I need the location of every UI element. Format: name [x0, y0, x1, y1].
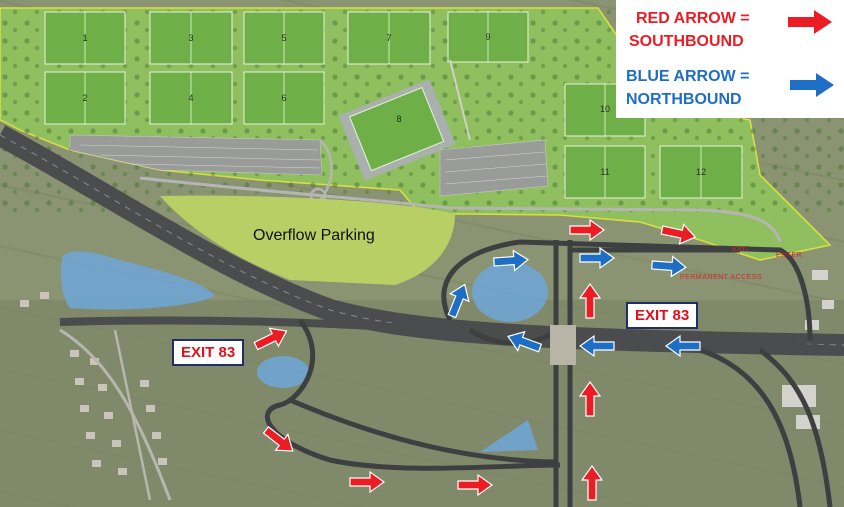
arrow-right-icon	[457, 473, 494, 497]
arrow-right-icon	[651, 255, 687, 278]
exit-label-right: EXIT 83	[626, 302, 699, 329]
pond	[480, 420, 538, 452]
field-number: 2	[82, 93, 87, 103]
arrow-right-icon	[578, 334, 615, 358]
arrow-right-icon	[790, 73, 834, 97]
residential-area	[20, 292, 167, 475]
southbound-arrows	[253, 218, 697, 501]
field-number: 6	[281, 93, 286, 103]
field-number: 11	[600, 167, 609, 177]
overpass	[550, 325, 576, 365]
arrow-right-icon	[580, 464, 604, 501]
arrow-right-icon	[664, 334, 701, 358]
arrow-right-icon	[660, 223, 697, 245]
field-number: 12	[696, 167, 706, 177]
field-number: 8	[396, 114, 401, 124]
arrow-right-icon	[447, 283, 470, 319]
road-marking-exit: EXIT	[732, 246, 750, 253]
legend-blue-line1: BLUE ARROW =	[626, 68, 750, 85]
field-number: 7	[386, 33, 391, 43]
overflow-parking-area	[160, 195, 455, 285]
pond	[257, 356, 309, 388]
arrow-right-icon	[493, 249, 529, 272]
arrow-right-icon	[578, 282, 602, 319]
arrow-right-icon	[253, 327, 288, 351]
arrow-right-icon	[349, 470, 386, 494]
road-marking-enter: ENTER	[776, 252, 802, 259]
arrow-right-icon	[788, 10, 832, 34]
exit-label-left: EXIT 83	[172, 339, 245, 366]
arrow-right-icon	[262, 426, 294, 452]
field-number: 1	[82, 33, 87, 43]
arrow-right-icon	[579, 246, 616, 270]
legend-blue-line2: NORTHBOUND	[626, 91, 742, 108]
field-number: 5	[281, 33, 286, 43]
highway	[0, 125, 844, 356]
arrow-right-icon	[569, 218, 606, 242]
legend-red-line1: RED ARROW =	[636, 10, 750, 27]
pond	[60, 251, 216, 310]
arrow-right-icon	[507, 330, 543, 353]
road-marking-access: PERMANENT ACCESS	[680, 274, 762, 281]
field-number: 10	[600, 104, 610, 114]
legend-blue-arrow	[790, 73, 834, 97]
legend-red-arrow	[788, 10, 832, 34]
field-number: 3	[188, 33, 193, 43]
field-number: 9	[485, 32, 490, 42]
pond	[472, 262, 548, 322]
legend-red-line2: SOUTHBOUND	[629, 33, 744, 50]
northbound-arrows	[447, 246, 701, 358]
field-number: 4	[188, 93, 193, 103]
overflow-parking-label: Overflow Parking	[253, 227, 375, 244]
arrow-right-icon	[578, 380, 602, 417]
soccer-fields	[44, 11, 743, 199]
